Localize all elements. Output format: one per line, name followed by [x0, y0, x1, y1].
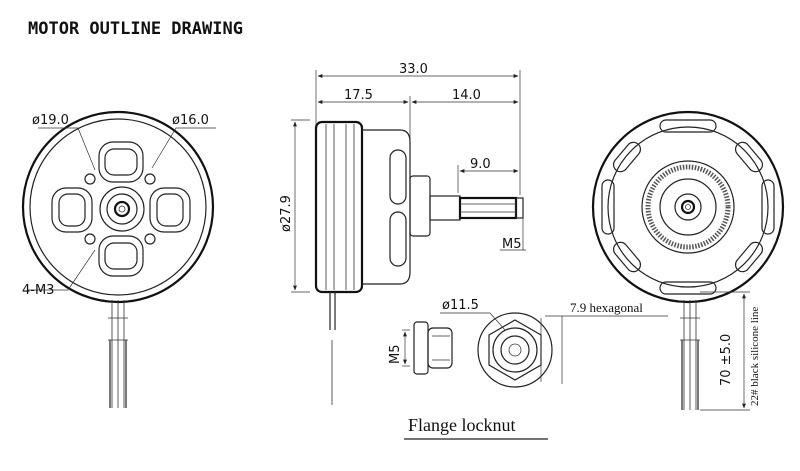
side-view: 33.0 17.5 14.0 9.0 ø27.9 M5	[279, 62, 526, 405]
body-length-label: 17.5	[344, 88, 373, 103]
shaft-length-label: 14.0	[452, 88, 481, 103]
outer-diameter-label: ø19.0	[32, 113, 69, 128]
wire-spec-label: 22# black silicone line	[749, 307, 761, 406]
total-length-label: 33.0	[399, 62, 428, 77]
hex-size-label: 7.9 hexagonal	[570, 300, 643, 315]
drawing-title: MOTOR OUTLINE DRAWING	[28, 19, 243, 39]
shaft-end-label: 9.0	[470, 157, 491, 172]
locknut-diameter-label: ø11.5	[442, 298, 479, 313]
locknut-caption: Flange locknut	[408, 415, 515, 435]
flange-locknut: M5 ø11.5 7.9 hexagonal Flange locknut	[388, 298, 668, 440]
front-view: ø19.0 ø16.0 4-M3	[21, 110, 216, 408]
mount-holes-label: 4-M3	[22, 283, 54, 298]
rear-view: 70 ±5.0 22# black silicone line	[591, 110, 785, 411]
wire-length-label: 70 ±5.0	[719, 334, 734, 386]
locknut-thread-label: M5	[388, 345, 403, 365]
body-diameter-label: ø27.9	[279, 195, 294, 232]
shaft-thread-label: M5	[502, 237, 522, 252]
inner-diameter-label: ø16.0	[172, 113, 209, 128]
